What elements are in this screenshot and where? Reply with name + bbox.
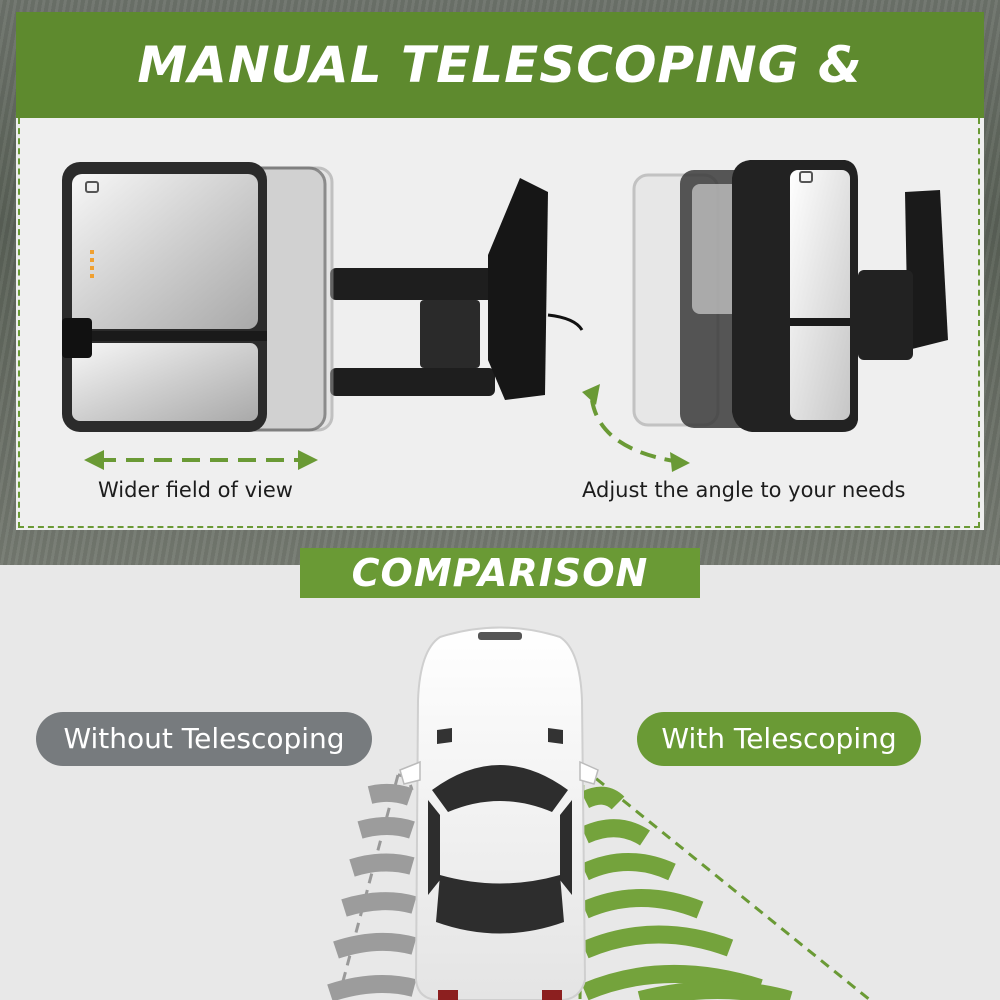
feature-panel-border: [18, 118, 980, 528]
comparison-title: COMPARISON: [351, 551, 649, 595]
folding-arm: [858, 270, 913, 360]
angle-adjust-arrow-icon: [582, 384, 690, 472]
telescoping-caption: Wider field of view: [98, 478, 293, 502]
upper-mirror-glass: [72, 174, 258, 329]
car-right-window: [560, 800, 572, 895]
wider-view-arrow-icon: [84, 450, 318, 470]
car-hood-vent: [478, 632, 522, 640]
left-side-mirror: [399, 760, 421, 785]
lower-mirror-glass: [72, 343, 258, 421]
car-top-view: [399, 626, 599, 1000]
mirror-arm-lower: [330, 368, 495, 396]
car-windshield: [432, 765, 568, 812]
without-telescoping-label: Without Telescoping: [36, 712, 372, 766]
puddle-light: [62, 318, 92, 358]
heat-icon: [85, 181, 99, 193]
comparison-tab: COMPARISON: [300, 548, 700, 598]
with-telescoping-label: With Telescoping: [637, 712, 921, 766]
left-tail-light: [438, 990, 458, 1000]
telescoping-mirror-illustration: [62, 162, 584, 432]
right-tail-light: [542, 990, 562, 1000]
folding-mirror-glass: [790, 170, 850, 420]
view-zone-without: [327, 773, 417, 1000]
mirror-arm-joint: [420, 300, 480, 368]
folding-mount-bracket: [905, 190, 948, 350]
car-rear-window: [436, 875, 564, 934]
mount-bracket: [488, 178, 548, 400]
car-left-window: [428, 800, 440, 895]
folding-caption: Adjust the angle to your needs: [582, 478, 906, 502]
turn-signal-icon: [90, 250, 94, 278]
mirror-arm-upper: [330, 268, 505, 300]
view-zone-with: [578, 766, 871, 1000]
car-body: [414, 626, 587, 1000]
right-side-mirror: [579, 760, 599, 785]
folding-mirror-illustration: [632, 160, 948, 432]
